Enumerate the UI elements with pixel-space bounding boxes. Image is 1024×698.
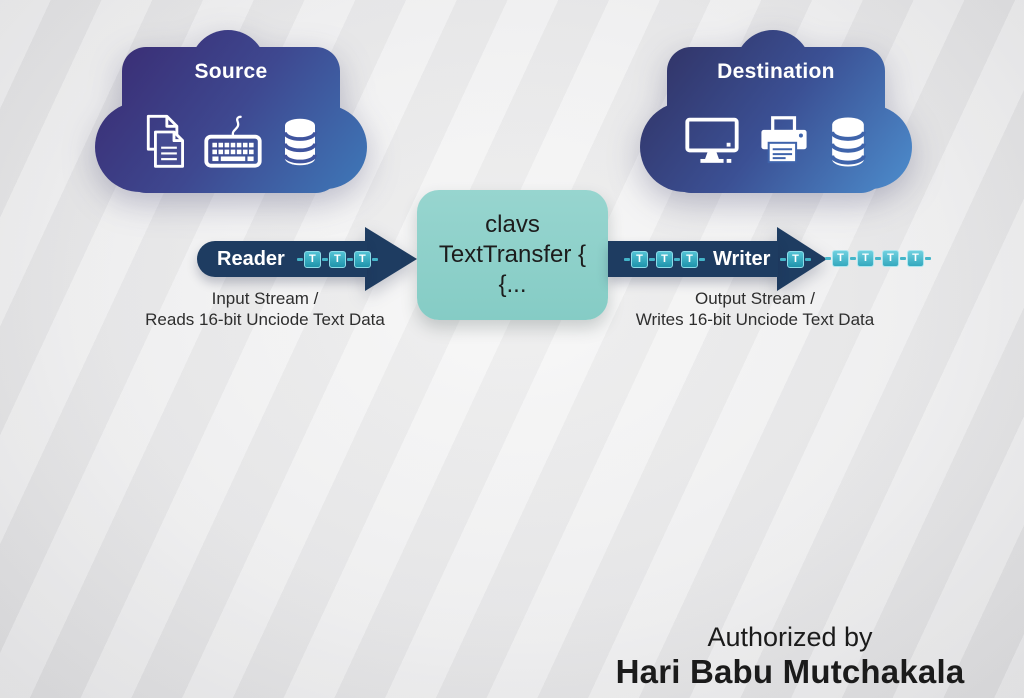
chain-dash — [674, 257, 680, 261]
chain-dash — [321, 257, 328, 261]
source-cloud: Source — [95, 28, 367, 196]
writer-label: Writer — [713, 247, 771, 270]
reader-caption: Input Stream / Reads 16-bit Unciode Text… — [130, 288, 400, 330]
chain-dash — [649, 257, 655, 261]
t-character-block: T — [882, 250, 899, 267]
destination-cloud: Destination — [640, 28, 912, 196]
transfer-box-line1: clavs — [485, 211, 540, 238]
t-character-block: T — [303, 250, 321, 268]
transfer-box-line2: TextTransfer { — [438, 241, 587, 268]
output-t-chain: T T T T — [825, 250, 931, 267]
writer-caption-line1: Output Stream / — [695, 289, 815, 308]
chain-dash — [346, 257, 353, 261]
t-character-block: T — [328, 250, 346, 268]
database-icon — [283, 118, 317, 166]
chain-dash — [296, 257, 303, 261]
t-character-block: T — [787, 251, 804, 268]
source-cloud-icons — [122, 102, 340, 182]
chain-dash — [780, 258, 786, 261]
documents-icon — [146, 114, 184, 168]
reader-caption-line1: Input Stream / — [211, 289, 319, 308]
chain-dash — [699, 257, 705, 261]
database-icon — [830, 117, 866, 167]
chain-dash — [805, 258, 811, 261]
t-character-block: T — [907, 250, 924, 267]
t-character-block: T — [631, 250, 648, 268]
chain-dash — [925, 257, 931, 260]
monitor-icon — [685, 117, 739, 163]
author-name: Hari Babu Mutchakala — [615, 653, 965, 690]
reader-t-chain: T T T — [296, 250, 378, 268]
authorization-credit: Authorized by Hari Babu Mutchakala — [600, 621, 980, 690]
writer-arrow: T T T Writer T — [608, 225, 827, 293]
reader-arrow: Reader T T T — [197, 227, 419, 291]
chain-dash — [850, 257, 856, 260]
texttransfer-class-box: clavs TextTransfer { {... — [417, 190, 608, 320]
t-character-block: T — [656, 250, 673, 268]
reader-arrow-body: Reader T T T — [197, 241, 378, 277]
reader-caption-line2: Reads 16-bit Unciode Text Data — [145, 310, 385, 329]
chain-dash — [875, 257, 881, 260]
t-character-block: T — [832, 250, 849, 267]
destination-cloud-icons — [667, 102, 885, 182]
writer-arrow-body: T T T Writer — [608, 241, 778, 277]
writer-caption-line2: Writes 16-bit Unciode Text Data — [635, 310, 875, 329]
t-character-block: T — [681, 250, 698, 268]
t-character-block: T — [353, 250, 371, 268]
writer-caption: Output Stream / Writes 16-bit Unciode Te… — [620, 288, 890, 330]
t-character-block: T — [857, 250, 874, 267]
chain-dash — [624, 257, 630, 261]
chain-dash — [371, 257, 378, 261]
writer-head-t-chain: T — [780, 251, 811, 268]
printer-icon — [761, 116, 807, 164]
destination-cloud-title: Destination — [717, 60, 835, 83]
chain-dash — [825, 257, 831, 260]
writer-t-chain: T T T — [624, 250, 705, 268]
authorized-by-text: Authorized by — [707, 622, 873, 652]
transfer-box-line3: {... — [498, 271, 527, 298]
source-cloud-title: Source — [194, 60, 268, 83]
chain-dash — [900, 257, 906, 260]
reader-label: Reader — [217, 247, 285, 270]
keyboard-icon — [204, 115, 262, 168]
